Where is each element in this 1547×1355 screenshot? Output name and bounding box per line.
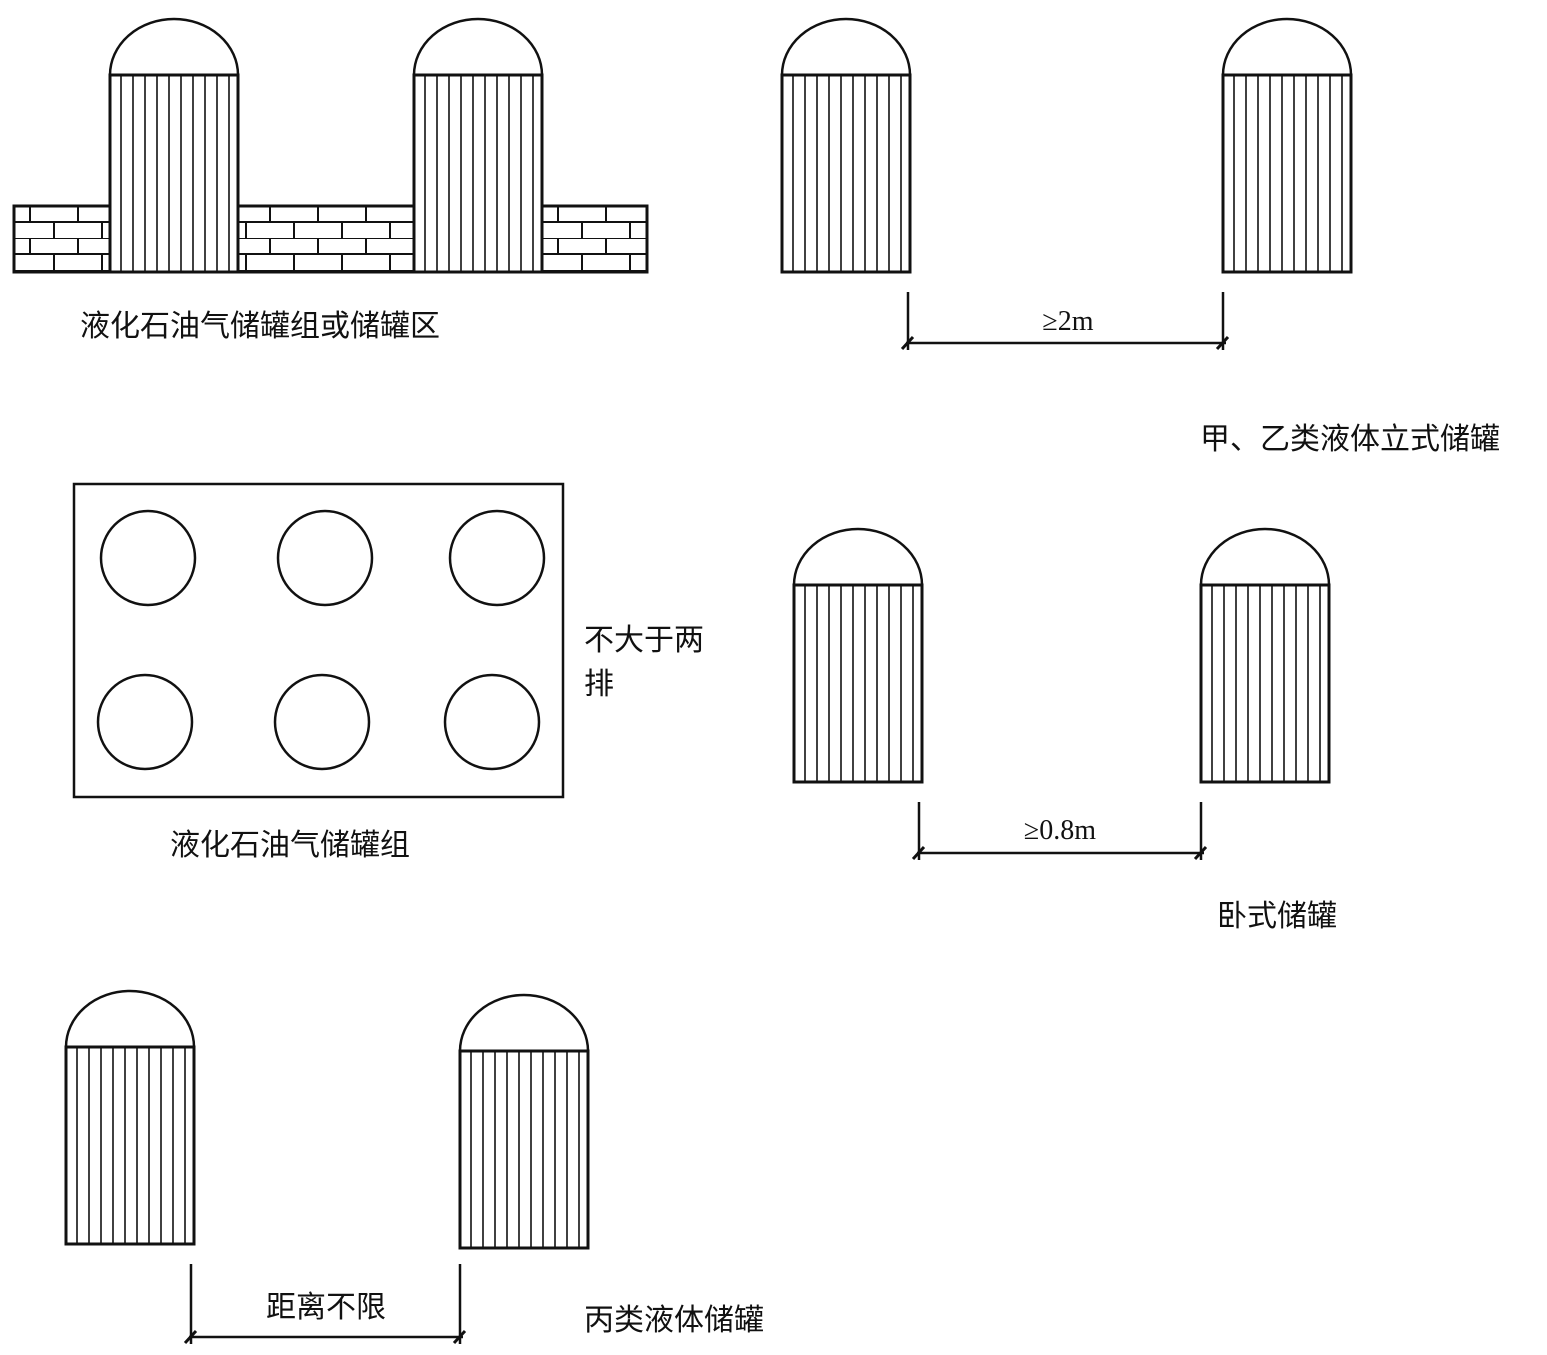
horizontal-tank-2 xyxy=(1201,529,1329,782)
dimension-line-unlimited xyxy=(183,1264,467,1345)
firewall xyxy=(12,204,649,274)
horizontal-tank-panel: ≥0.8m 卧式储罐 xyxy=(794,529,1337,934)
spacing-label-08m: ≥0.8m xyxy=(1024,815,1096,846)
plan-tank-circle xyxy=(276,509,374,607)
plan-tank-circle xyxy=(443,673,541,771)
class-c-tank-2 xyxy=(460,995,588,1248)
class-c-caption: 丙类液体储罐 xyxy=(584,1303,764,1338)
max-two-rows-label-line1: 不大于两 xyxy=(584,623,704,658)
spacing-label-unlimited: 距离不限 xyxy=(266,1290,386,1325)
lpg-tank-2 xyxy=(414,19,542,272)
plan-tank-circle xyxy=(99,509,197,607)
class-ab-caption: 甲、乙类液体立式储罐 xyxy=(1200,422,1500,457)
vertical-tank-2 xyxy=(1223,19,1351,272)
horizontal-tank-caption: 卧式储罐 xyxy=(1217,899,1337,934)
plan-tank-circle xyxy=(273,673,371,771)
class-c-tank-1 xyxy=(66,991,194,1244)
class-c-tank-panel: 距离不限 丙类液体储罐 xyxy=(66,991,764,1345)
lpg-group-caption: 液化石油气储罐组 xyxy=(170,828,410,863)
plan-tank-circle xyxy=(448,509,546,607)
spacing-label-2m: ≥2m xyxy=(1042,306,1093,337)
dimension-line-08m xyxy=(911,802,1208,861)
horizontal-tank-1 xyxy=(794,529,922,782)
lpg-tank-1 xyxy=(110,19,238,272)
max-two-rows-label-line2: 排 xyxy=(584,667,614,702)
lpg-area-panel: 液化石油气储罐组或储罐区 xyxy=(12,19,649,344)
dimension-line-2m xyxy=(900,292,1230,351)
vertical-tank-1 xyxy=(782,19,910,272)
lpg-area-caption: 液化石油气储罐组或储罐区 xyxy=(80,309,440,344)
class-ab-vertical-panel: ≥2m 甲、乙类液体立式储罐 xyxy=(782,19,1500,457)
plan-tank-circle xyxy=(96,673,194,771)
lpg-group-plan-panel: 不大于两 排 液化石油气储罐组 xyxy=(72,482,704,863)
